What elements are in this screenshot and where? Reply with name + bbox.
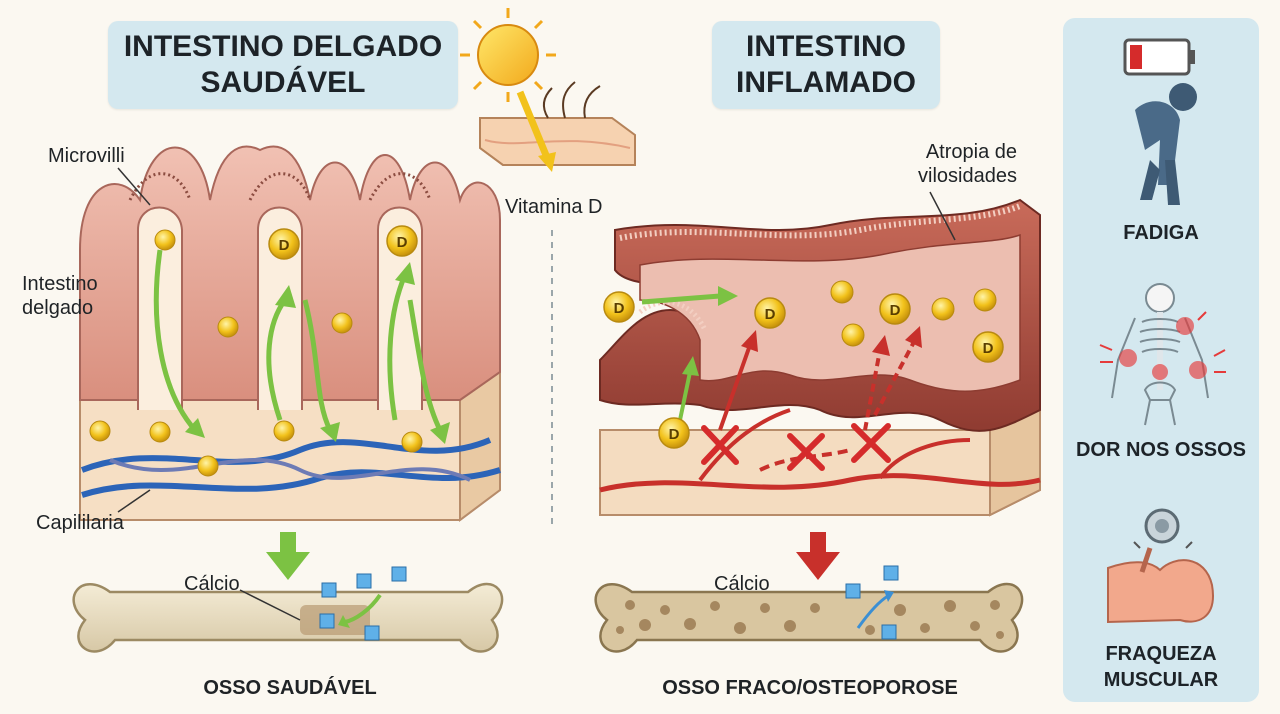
healthy-title-line2: SAUDÁVEL: [200, 66, 366, 99]
healthy-down-arrow: [266, 532, 310, 580]
villous-atrophy-label-line2: vilosidades: [918, 165, 1017, 187]
svg-text:D: D: [397, 234, 408, 251]
sun-icon: [460, 8, 556, 102]
fatigue-label: FADIGA: [1063, 220, 1259, 246]
villous-atrophy-label: Atropia de vilosidades: [885, 140, 1017, 188]
calcium-leader-line: [239, 589, 301, 621]
svg-text:D: D: [279, 237, 290, 254]
villous-atrophy-label-line1: Atropia de: [925, 141, 1017, 163]
healthy-bone-icon: [72, 582, 504, 653]
microvilli-leader-line: [117, 167, 151, 206]
skin-layer-icon: [479, 81, 636, 172]
microvilli-label: Microvilli: [48, 145, 125, 167]
inflamed-title-line1: INTESTINO: [745, 30, 906, 63]
blocked-x-icon: [851, 423, 891, 463]
blocked-x-icon: [787, 433, 825, 471]
inflamed-down-arrow: [796, 532, 840, 580]
capillary-leader-line: [117, 489, 151, 513]
vitamin-d-particle: D: [603, 291, 635, 323]
skeleton-pain-icon: [1099, 283, 1226, 426]
calcium-cubes-weak: [845, 565, 899, 640]
bone-pain-label-text: DOR NOS OSSOS: [1075, 439, 1247, 461]
small-intestine-label-line2: delgado: [22, 297, 94, 319]
healthy-intestine-title: INTESTINO DELGADO SAUDÁVEL: [108, 21, 458, 109]
atrophy-leader-line: [929, 191, 956, 241]
vitamin-d-particle: D: [658, 417, 690, 449]
healthy-nutrient-particles: [89, 229, 423, 477]
vitamin-d-particle: D: [754, 297, 786, 329]
inflamed-intestine-title: INTESTINO INFLAMADO: [712, 21, 940, 109]
small-intestine-label: Intestino delgado: [22, 272, 98, 320]
svg-text:D: D: [983, 340, 994, 357]
calcium-label-healthy: Cálcio: [184, 573, 240, 595]
inflamed-nutrient-particles: [830, 280, 997, 347]
weak-bone-icon: [594, 582, 1024, 653]
vitamin-d-particle: D: [972, 331, 1004, 363]
fatigue-label-text: FADIGA: [1123, 222, 1199, 244]
muscle-weakness-label-line2: MUSCULAR: [1103, 669, 1219, 691]
svg-text:D: D: [890, 302, 901, 319]
vitamin-d-particle: D: [386, 225, 418, 257]
healthy-intestine-block: [79, 145, 501, 522]
muscle-weakness-label: FRAQUEZA MUSCULAR: [1063, 641, 1259, 693]
svg-text:D: D: [614, 300, 625, 317]
muscle-weakness-label-line1: FRAQUEZA: [1105, 643, 1217, 665]
weak-bone-caption: OSSO FRACO/OSTEOPOROSE: [662, 677, 958, 699]
svg-text:D: D: [765, 306, 776, 323]
calcium-label-weak: Cálcio: [714, 573, 770, 595]
calcium-cubes-healthy: [319, 566, 407, 641]
inflamed-title-line2: INFLAMADO: [736, 66, 916, 99]
inflamed-intestine-block: [599, 198, 1041, 517]
vitamin-d-label: Vitamina D: [505, 196, 603, 218]
bone-pain-label: DOR NOS OSSOS: [1063, 437, 1259, 463]
healthy-bone-caption: OSSO SAUDÁVEL: [203, 677, 377, 699]
healthy-title-line1: INTESTINO DELGADO: [123, 30, 443, 63]
vitamin-d-particle: D: [879, 293, 911, 325]
low-battery-fatigue-icon: [1123, 38, 1197, 205]
small-intestine-label-line1: Intestino: [22, 273, 98, 295]
vitamin-d-particle: D: [268, 228, 300, 260]
svg-text:D: D: [669, 426, 680, 443]
weak-muscle-icon: [1107, 508, 1214, 624]
blocked-x-icon: [701, 425, 739, 465]
capillaries-label: Capililaria: [36, 512, 124, 534]
